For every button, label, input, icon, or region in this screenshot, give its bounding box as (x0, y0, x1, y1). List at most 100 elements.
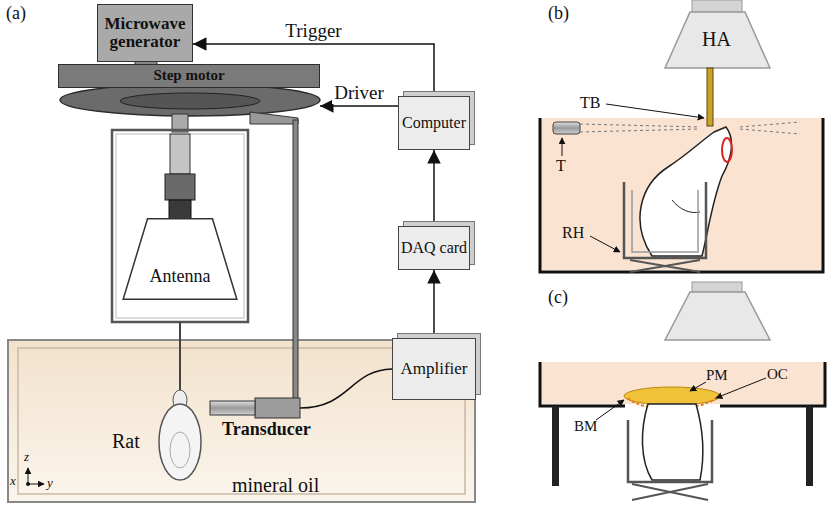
callout-label: RH (562, 224, 584, 242)
axis-label: x (10, 474, 16, 488)
transducer-arm (300, 369, 392, 408)
shallow-bath (552, 406, 559, 486)
rat-upright (624, 387, 720, 500)
horn-antenna (665, 0, 770, 68)
panel-letter: (b) (548, 4, 569, 24)
motor-plate: Step motor (58, 64, 320, 88)
edge-label: Trigger (283, 21, 343, 42)
signal-arrow (433, 270, 435, 338)
axes (26, 468, 44, 486)
antenna-horn: Antenna (122, 218, 238, 300)
leader-lines-c (690, 382, 706, 391)
axes (26, 482, 30, 486)
axes (28, 468, 29, 484)
rat-upright (628, 420, 712, 482)
rat-sitting (722, 138, 732, 162)
antenna-frame (165, 174, 195, 200)
transducer-b (553, 122, 580, 134)
shallow-bath (540, 362, 825, 486)
rat-hanging (159, 404, 201, 480)
horn-outline (123, 219, 237, 299)
rat-upright (632, 484, 708, 500)
motor-disc (120, 93, 260, 109)
rat-hanging (179, 322, 181, 392)
antenna-frame (169, 200, 191, 220)
rat-upright (642, 404, 703, 480)
box-text: Amplifier (400, 360, 467, 378)
part-label: Rat (112, 430, 140, 452)
test-bar (707, 68, 713, 126)
horn-outline (122, 218, 238, 300)
callout-label: BM (574, 418, 597, 435)
rat-holder (624, 182, 706, 258)
test-bar (707, 68, 713, 126)
signal-arrow (320, 105, 398, 107)
panel-letter: (a) (6, 4, 26, 24)
transducer-arm (293, 120, 298, 402)
horn-antenna-c (692, 282, 742, 292)
leader-lines-b (562, 138, 563, 156)
daq-box: DAQ card (398, 226, 470, 270)
rat-holder (632, 190, 698, 252)
leader-lines-b (562, 104, 704, 252)
callout-label: TB (580, 94, 600, 112)
box-text: DAQ card (401, 240, 467, 257)
box-text: Microwave generator (98, 15, 192, 51)
rat-hanging (159, 322, 201, 480)
motor-disc (60, 84, 320, 116)
part-label: HA (702, 28, 731, 50)
rat-sitting (640, 127, 731, 256)
computer-box: Computer (398, 96, 470, 150)
transducer-arm (250, 112, 298, 124)
rat-upright (624, 387, 720, 405)
motor-disc (60, 84, 320, 116)
rat-holder (630, 260, 700, 272)
rat-sitting (640, 127, 732, 256)
horn-antenna (665, 12, 770, 68)
oil-bath (540, 118, 823, 272)
box-text: Step motor (153, 68, 224, 84)
rat-holder (624, 182, 706, 272)
signal-arrow (433, 150, 435, 226)
transducer-arm (255, 398, 300, 418)
horn-antenna (692, 0, 742, 12)
leader-lines-b (590, 236, 620, 252)
antenna-frame (112, 130, 248, 322)
amplifier-box: Amplifier (392, 338, 476, 400)
panel-letter: (c) (548, 288, 568, 308)
leader-lines-c (596, 400, 624, 420)
part-label: Transducer (222, 420, 311, 440)
generator-box: Microwave generator (97, 4, 193, 62)
horn-antenna-c (665, 292, 770, 340)
horn-antenna-c (665, 282, 770, 340)
oil-bath (540, 118, 823, 272)
oil-tank (8, 340, 475, 502)
box-text: Computer (402, 115, 466, 132)
axes (28, 484, 44, 485)
callout-label: PM (706, 367, 728, 384)
callout-label: OC (767, 366, 788, 383)
axis-label: y (47, 476, 53, 490)
shallow-bath (540, 362, 825, 404)
beam (580, 122, 800, 134)
transducer-arm (210, 112, 392, 418)
edge-label: Driver (332, 83, 386, 104)
transducer-arm (210, 401, 255, 415)
beam (580, 122, 800, 134)
leader-lines-b (606, 104, 704, 118)
oil-tank (8, 340, 475, 502)
transducer-b (553, 122, 580, 134)
oil-bath (540, 118, 823, 270)
box-text: Antenna (150, 267, 211, 286)
shallow-bath (806, 406, 813, 486)
part-label: mineral oil (232, 474, 319, 496)
antenna-frame (170, 134, 190, 174)
rat-hanging (170, 432, 190, 468)
leader-lines-c (596, 378, 766, 420)
shallow-bath (540, 362, 825, 406)
axis-label: z (24, 450, 29, 464)
rat-sitting (672, 200, 700, 213)
antenna-frame (116, 134, 244, 318)
antenna-frame (112, 114, 248, 322)
